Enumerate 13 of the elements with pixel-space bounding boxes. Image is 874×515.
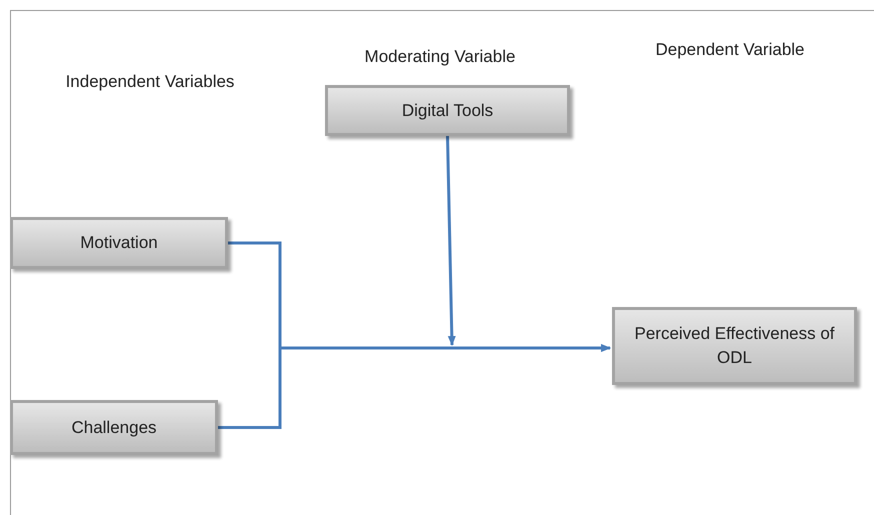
arrow: [446, 136, 456, 346]
box-label: Motivation: [80, 232, 158, 254]
column-heading: Independent Variables: [64, 71, 236, 93]
column-heading: Dependent Variable: [654, 39, 806, 61]
variable-box: [10, 217, 228, 269]
box-label: Challenges: [71, 416, 157, 438]
box-label: Digital Tools: [402, 100, 494, 122]
column-heading: Moderating Variable: [364, 46, 516, 68]
box-label: Perceived Effectiveness of ODL: [633, 323, 836, 369]
variable-box: [10, 400, 218, 455]
arrow: [218, 344, 611, 429]
variable-box: [325, 85, 570, 136]
variable-box: [612, 307, 857, 385]
